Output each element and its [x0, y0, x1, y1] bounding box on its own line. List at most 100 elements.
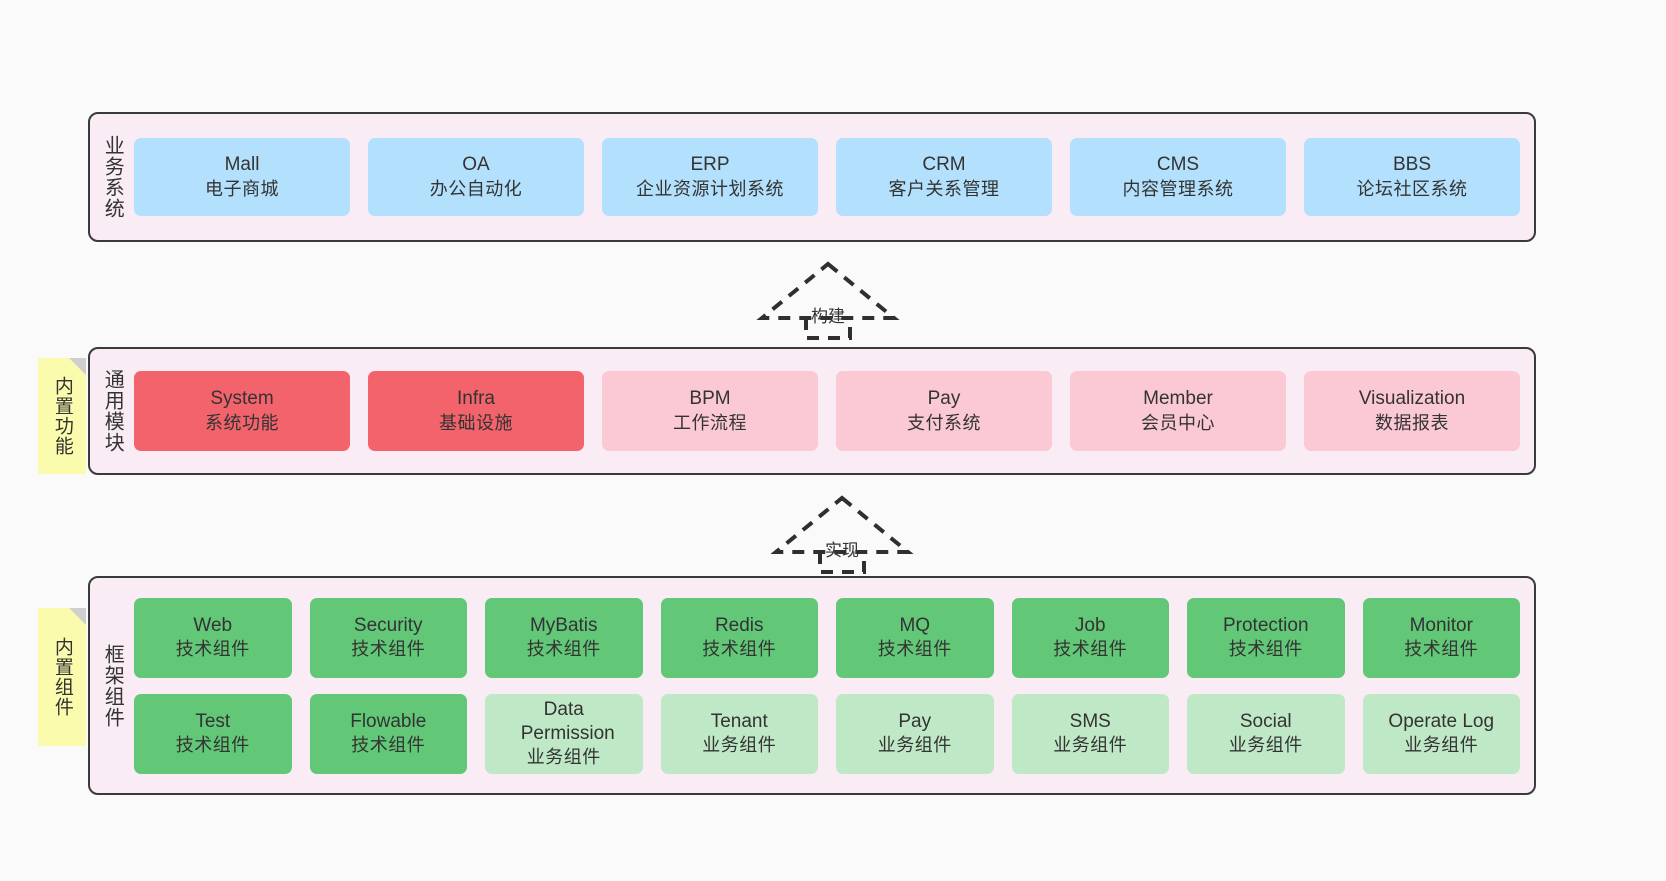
card-bbs-name: BBS: [1392, 154, 1432, 176]
card-protection-name: Protection: [1222, 614, 1309, 636]
layer-business-system: 业务系统 Mall 电子商城 OA 办公自动化 ERP 企业资源计划系统 CRM: [88, 112, 1536, 242]
card-tenant-name: Tenant: [710, 710, 768, 732]
card-visualization-name: Visualization: [1358, 388, 1466, 410]
card-erp-name: ERP: [690, 154, 730, 176]
card-mybatis-desc: 技术组件: [526, 639, 601, 660]
card-pay-module-name: Pay: [927, 388, 961, 410]
card-web[interactable]: Web 技术组件: [134, 597, 292, 678]
card-redis-desc: 技术组件: [702, 639, 777, 660]
card-tenant[interactable]: Tenant 业务组件: [660, 693, 818, 774]
card-social[interactable]: Social 业务组件: [1187, 693, 1345, 774]
card-mybatis[interactable]: MyBatis 技术组件: [485, 597, 643, 678]
connector-build-arrow: [756, 261, 900, 340]
card-test[interactable]: Test 技术组件: [134, 693, 292, 774]
card-visualization-desc: 数据报表: [1375, 412, 1449, 433]
card-mall[interactable]: Mall 电子商城: [134, 138, 350, 216]
card-pay-module[interactable]: Pay 支付系统: [836, 371, 1052, 451]
card-pay-module-desc: 支付系统: [907, 412, 981, 433]
card-system[interactable]: System 系统功能: [134, 371, 350, 451]
layer-body-business-system: Mall 电子商城 OA 办公自动化 ERP 企业资源计划系统 CRM 客户关系…: [134, 114, 1534, 240]
framework-row-technical: Web 技术组件 Security 技术组件 MyBatis 技术组件 Redi…: [134, 597, 1520, 678]
card-monitor-desc: 技术组件: [1404, 639, 1479, 660]
layer-common-module: 通用模块 System 系统功能 Infra 基础设施 BPM 工作流程 Pay: [88, 347, 1536, 475]
card-oa-name: OA: [462, 154, 490, 176]
card-tenant-desc: 业务组件: [702, 735, 777, 756]
framework-row-business: Test 技术组件 Flowable 技术组件 Data Permission …: [134, 693, 1520, 774]
card-data-permission-desc: 业务组件: [526, 747, 601, 768]
card-pay-component[interactable]: Pay 业务组件: [836, 693, 994, 774]
layer-title-framework-component: 框架组件: [101, 643, 124, 728]
card-sms[interactable]: SMS 业务组件: [1011, 693, 1169, 774]
card-pay-component-name: Pay: [898, 710, 932, 732]
card-mall-desc: 电子商城: [205, 178, 279, 199]
connector-implement-arrow: [770, 495, 914, 574]
connector-implement-label: 实现: [825, 541, 859, 560]
card-redis-name: Redis: [714, 614, 764, 636]
card-job-desc: 技术组件: [1053, 639, 1128, 660]
card-cms[interactable]: CMS 内容管理系统: [1070, 138, 1286, 216]
card-flowable-name: Flowable: [350, 710, 427, 732]
card-member[interactable]: Member 会员中心: [1070, 371, 1286, 451]
card-flowable-desc: 技术组件: [351, 735, 426, 756]
card-bbs[interactable]: BBS 论坛社区系统: [1304, 138, 1520, 216]
connector-implement: 实现: [770, 495, 914, 574]
card-member-desc: 会员中心: [1141, 412, 1215, 433]
card-protection[interactable]: Protection 技术组件: [1187, 597, 1345, 678]
card-protection-desc: 技术组件: [1228, 639, 1303, 660]
card-infra-name: Infra: [456, 388, 496, 410]
card-bpm[interactable]: BPM 工作流程: [602, 371, 818, 451]
card-data-permission[interactable]: Data Permission 业务组件: [485, 693, 643, 774]
card-crm[interactable]: CRM 客户关系管理: [836, 138, 1052, 216]
card-bpm-desc: 工作流程: [673, 412, 747, 433]
card-cms-desc: 内容管理系统: [1122, 178, 1234, 199]
layer-framework-component: 框架组件 Web 技术组件 Security 技术组件 MyBatis 技术组件…: [88, 576, 1536, 795]
card-sms-name: SMS: [1069, 710, 1111, 732]
card-bpm-name: BPM: [689, 388, 731, 410]
card-mq-name: MQ: [899, 614, 931, 636]
card-security[interactable]: Security 技术组件: [309, 597, 467, 678]
card-data-permission-name: Data Permission: [520, 698, 615, 744]
card-operate-log[interactable]: Operate Log 业务组件: [1362, 693, 1520, 774]
connector-build-label: 构建: [811, 307, 845, 326]
card-visualization[interactable]: Visualization 数据报表: [1304, 371, 1520, 451]
note-builtin-component-label: 内置组件: [51, 637, 73, 717]
card-cms-name: CMS: [1156, 154, 1200, 176]
card-redis[interactable]: Redis 技术组件: [660, 597, 818, 678]
card-bbs-desc: 论坛社区系统: [1356, 178, 1468, 199]
note-builtin-function-label: 内置功能: [51, 376, 73, 456]
note-builtin-function: 内置功能: [38, 358, 86, 474]
card-infra-desc: 基础设施: [439, 412, 513, 433]
card-flowable[interactable]: Flowable 技术组件: [309, 693, 467, 774]
connector-build: 构建: [756, 261, 900, 340]
common-module-row: System 系统功能 Infra 基础设施 BPM 工作流程 Pay 支付系统…: [134, 371, 1520, 451]
card-job[interactable]: Job 技术组件: [1011, 597, 1169, 678]
card-pay-component-desc: 业务组件: [877, 735, 952, 756]
card-system-name: System: [210, 388, 274, 410]
layer-title-business-system: 业务系统: [101, 135, 124, 219]
card-erp[interactable]: ERP 企业资源计划系统: [602, 138, 818, 216]
layer-body-framework-component: Web 技术组件 Security 技术组件 MyBatis 技术组件 Redi…: [134, 578, 1534, 793]
note-builtin-component: 内置组件: [38, 608, 86, 746]
card-monitor-name: Monitor: [1409, 614, 1473, 636]
card-erp-desc: 企业资源计划系统: [636, 178, 784, 199]
card-operate-log-name: Operate Log: [1388, 710, 1495, 732]
card-infra[interactable]: Infra 基础设施: [368, 371, 584, 451]
card-mq-desc: 技术组件: [877, 639, 952, 660]
business-system-row: Mall 电子商城 OA 办公自动化 ERP 企业资源计划系统 CRM 客户关系…: [134, 138, 1520, 216]
card-oa[interactable]: OA 办公自动化: [368, 138, 584, 216]
card-web-desc: 技术组件: [175, 639, 250, 660]
card-web-name: Web: [193, 614, 233, 636]
card-operate-log-desc: 业务组件: [1404, 735, 1479, 756]
card-social-name: Social: [1239, 710, 1292, 732]
card-security-desc: 技术组件: [351, 639, 426, 660]
card-sms-desc: 业务组件: [1053, 735, 1128, 756]
card-test-desc: 技术组件: [175, 735, 250, 756]
card-mybatis-name: MyBatis: [529, 614, 598, 636]
card-test-name: Test: [195, 710, 231, 732]
card-social-desc: 业务组件: [1228, 735, 1303, 756]
card-system-desc: 系统功能: [205, 412, 279, 433]
card-monitor[interactable]: Monitor 技术组件: [1362, 597, 1520, 678]
card-mq[interactable]: MQ 技术组件: [836, 597, 994, 678]
card-mall-name: Mall: [224, 154, 260, 176]
